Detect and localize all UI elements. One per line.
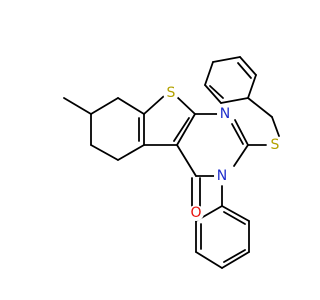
molecule-structure: S N S N O (63, 56, 283, 269)
atom-label: O (190, 205, 201, 221)
bond (173, 117, 190, 142)
bond (117, 144, 145, 161)
atom-s2: S (267, 137, 283, 153)
atom-s1: S (163, 85, 179, 101)
bond (233, 144, 249, 167)
atom-o1: O (188, 205, 204, 221)
bond (143, 95, 165, 115)
bond (231, 123, 244, 145)
atom-labels: S N S N O (163, 85, 283, 221)
atom-label: S (271, 137, 280, 153)
bond (175, 95, 196, 115)
atom-n2: N (214, 168, 230, 184)
bond (271, 116, 280, 137)
bond (221, 251, 250, 269)
bond (223, 211, 246, 225)
bond (212, 56, 241, 63)
bond (221, 205, 250, 222)
bond (239, 56, 257, 76)
bond (204, 61, 214, 86)
bond (90, 144, 119, 161)
bond (247, 74, 257, 99)
atom-label: S (167, 85, 176, 101)
bond (176, 144, 197, 177)
bond (237, 62, 252, 79)
bond (117, 97, 145, 115)
bond (247, 97, 273, 118)
bond (90, 97, 119, 115)
atom-label: N (220, 106, 230, 122)
bond (195, 251, 223, 269)
atom-n1: N (217, 106, 233, 122)
bonds (63, 56, 280, 269)
bond (176, 113, 196, 146)
bond (223, 249, 246, 263)
bond (220, 97, 249, 104)
bond (204, 84, 222, 104)
bond (209, 85, 224, 99)
bond (234, 119, 249, 146)
atom-label: N (217, 168, 227, 184)
methyl-bond (63, 97, 92, 115)
